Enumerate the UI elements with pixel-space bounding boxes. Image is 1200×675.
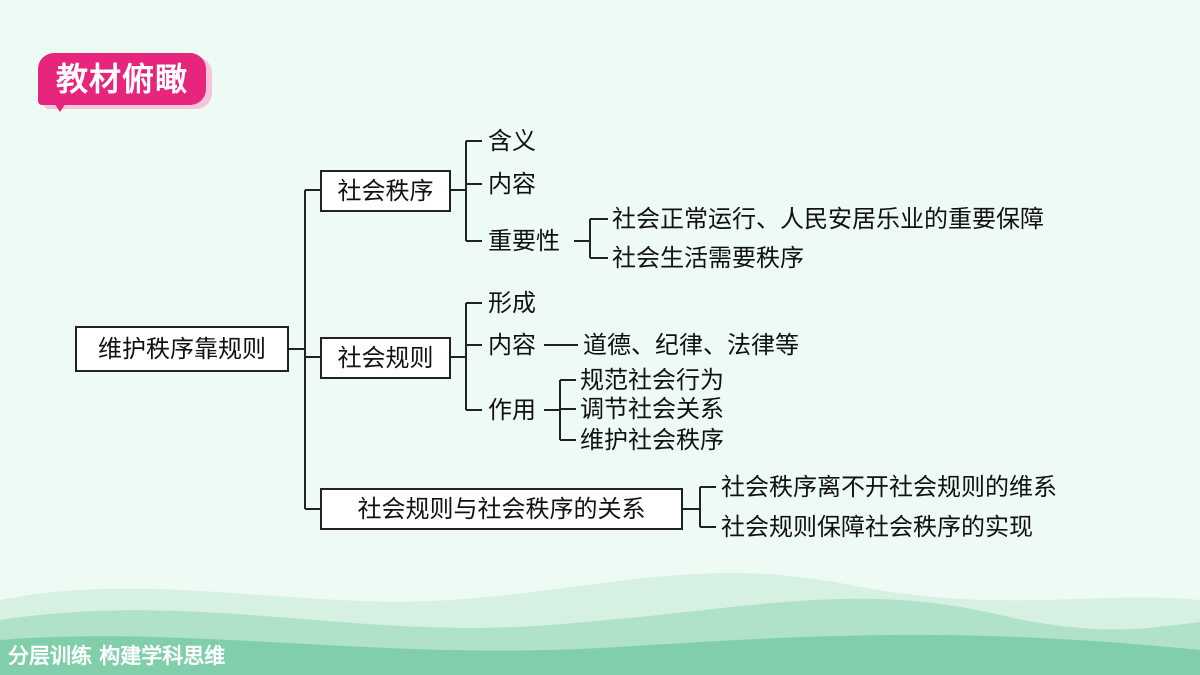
- rules-content-label: 内容: [488, 331, 536, 359]
- relation-item: 社会秩序离不开社会规则的维系: [721, 473, 1057, 501]
- relation-item: 社会规则保障社会秩序的实现: [721, 513, 1033, 541]
- order-importance-item: 社会生活需要秩序: [612, 244, 804, 272]
- rules-function-item: 调节社会关系: [580, 395, 724, 423]
- section-badge: 教材俯瞰: [38, 53, 206, 105]
- rules-formation-label: 形成: [488, 289, 536, 317]
- badge-tail: [52, 100, 68, 112]
- order-importance-label: 重要性: [488, 227, 560, 255]
- rules-function-item: 规范社会行为: [580, 366, 724, 394]
- social-rules-node: 社会规则: [320, 337, 451, 379]
- relation-node: 社会规则与社会秩序的关系: [320, 488, 683, 530]
- rules-function-item: 维护社会秩序: [580, 426, 724, 454]
- order-meaning-label: 含义: [488, 127, 536, 155]
- rules-content-value: 道德、纪律、法律等: [583, 331, 799, 359]
- order-content-label: 内容: [488, 170, 536, 198]
- rules-function-label: 作用: [488, 396, 536, 424]
- root-node: 维护秩序靠规则: [75, 326, 289, 372]
- order-importance-item: 社会正常运行、人民安居乐业的重要保障: [612, 205, 1044, 233]
- footer-slogan: 分层训练 构建学科思维: [8, 644, 226, 668]
- social-order-node: 社会秩序: [320, 170, 451, 212]
